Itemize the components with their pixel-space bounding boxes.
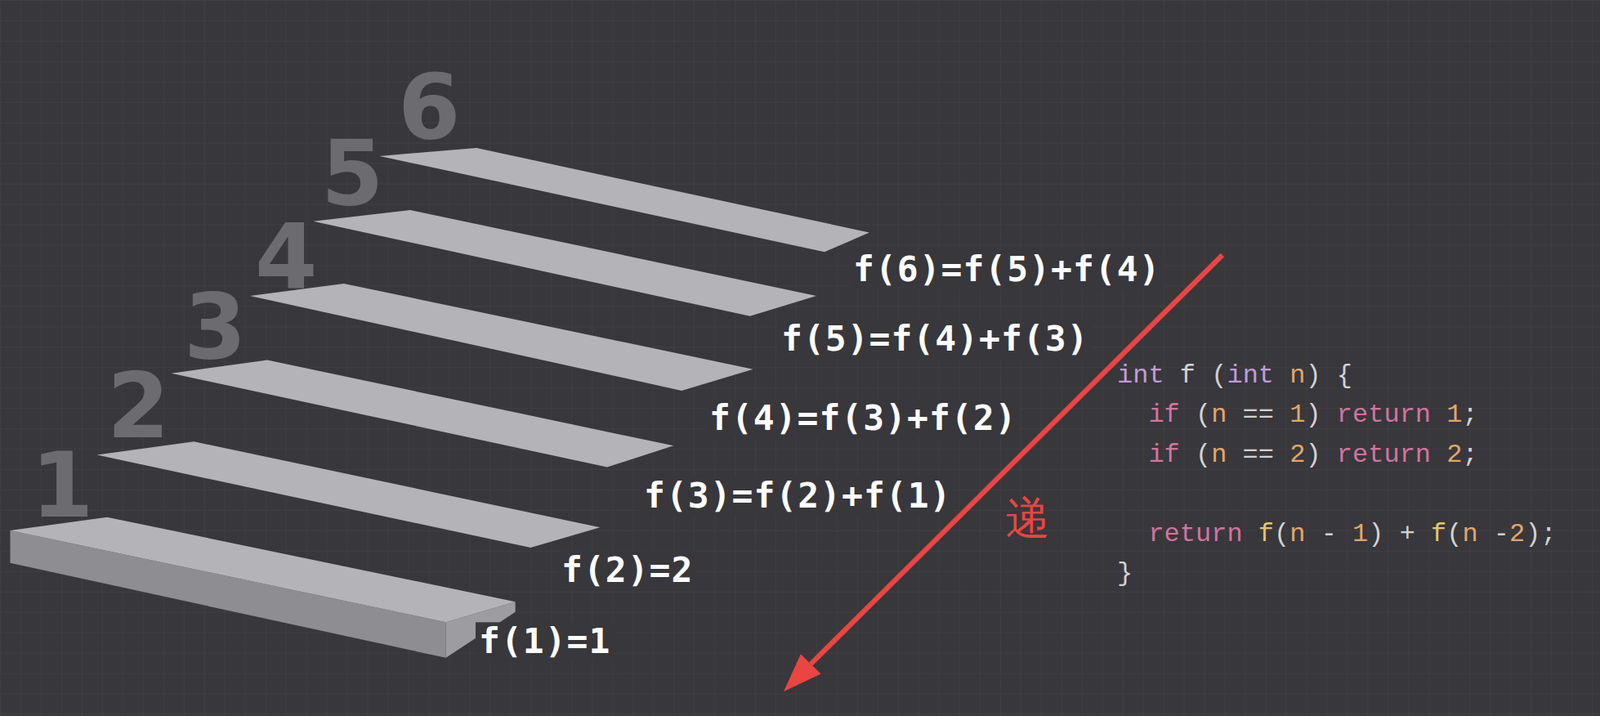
code-line: if (n == 2) return 2; (1148, 439, 1478, 471)
code-token: n (1211, 439, 1227, 471)
code-token: - (1321, 518, 1337, 550)
code-token: int (1117, 360, 1165, 392)
code-token: f (1179, 360, 1196, 392)
code-token: return (1336, 399, 1431, 431)
code-token: + (1399, 518, 1416, 550)
formula: f(5)=f(4)+f(3) (777, 319, 1092, 358)
code-token: == (1242, 439, 1274, 471)
formula: f(2)=2 (558, 550, 697, 590)
code-token: f (1430, 518, 1447, 550)
step-number: 3 (183, 277, 247, 377)
code-token: 1 (1446, 399, 1462, 431)
code-token: 1 (1289, 399, 1306, 431)
code-token: ; (1540, 518, 1556, 550)
code-token: ) (1305, 360, 1321, 392)
code-token: 2 (1446, 439, 1462, 471)
code-line: if (n == 1) return 1; (1148, 399, 1478, 431)
code-line: returnf(n-1)+f(n-2); (1148, 518, 1556, 550)
step-number: 1 (31, 436, 94, 536)
code-token: ( (1211, 360, 1227, 392)
code-token: if (1148, 439, 1180, 471)
step-slab (171, 359, 674, 467)
code-line: } (1117, 558, 1133, 590)
code-line: intf(intn){ (1117, 360, 1353, 392)
step-number: 4 (254, 208, 318, 308)
code-token: n (1461, 518, 1478, 550)
code-token: return (1336, 439, 1431, 471)
code-token: return (1148, 518, 1243, 550)
code-token: ; (1461, 439, 1478, 471)
code-token: int (1226, 360, 1274, 392)
code-token: 2 (1289, 439, 1306, 471)
arrow-line (810, 254, 1223, 664)
step-number: 2 (107, 357, 170, 456)
code-token: ) (1367, 518, 1384, 550)
code-token: ( (1195, 439, 1212, 471)
code-token: ) (1305, 399, 1321, 431)
code-token: ) (1524, 518, 1541, 550)
direction-label: 递 (1005, 493, 1051, 542)
code-token: } (1117, 558, 1133, 590)
formula: f(6)=f(5)+f(4) (849, 250, 1164, 289)
code-token: 2 (1509, 518, 1525, 550)
code-token: n (1289, 360, 1306, 392)
code-token: ) (1305, 439, 1321, 471)
code-token: ( (1446, 518, 1462, 550)
step-number: 5 (321, 124, 385, 224)
code-token: ; (1461, 399, 1478, 431)
code-token: n (1211, 399, 1227, 431)
formula: f(3)=f(2)+f(1) (640, 476, 955, 515)
code-token: 1 (1352, 518, 1368, 550)
formula: f(1)=1 (475, 621, 614, 661)
code-token: n (1289, 518, 1306, 550)
code-token: == (1242, 399, 1274, 431)
code-token: ( (1273, 518, 1290, 550)
code-token: ( (1195, 399, 1212, 431)
code-token: f (1258, 518, 1274, 550)
formula: f(4)=f(3)+f(2) (706, 398, 1020, 438)
code-token: - (1493, 518, 1510, 550)
step-number: 6 (397, 58, 461, 157)
code-token: { (1336, 360, 1353, 392)
arrow-head (783, 653, 822, 692)
code-token: if (1148, 399, 1180, 431)
